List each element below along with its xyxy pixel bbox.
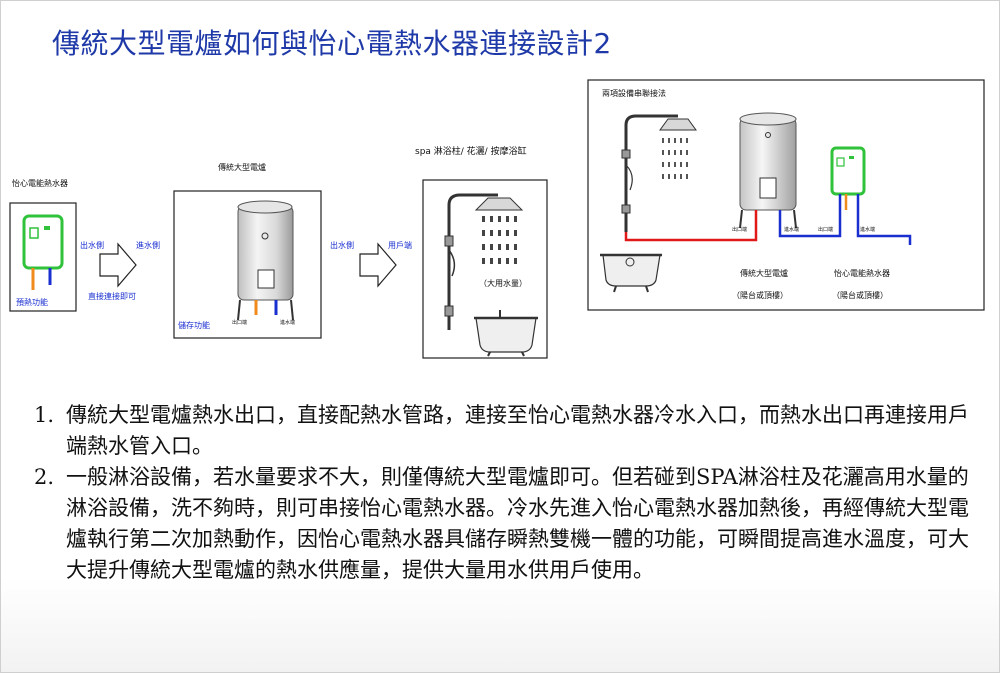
arrow2-in-label: 用戶端	[388, 240, 412, 250]
arrow1-out-label: 出水側	[80, 240, 104, 250]
series-heater-name: 怡心電能熱水器	[834, 268, 890, 278]
series-bathtub-icon	[600, 253, 662, 293]
heater-box: 預熱功能	[9, 202, 77, 312]
boiler-storage-caption: 儲存功能	[178, 320, 210, 330]
series-boiler-tank-icon	[739, 112, 797, 229]
series-boiler-name: 傳統大型電爐	[740, 268, 788, 278]
series-box-label: 兩項設備串聯接法	[602, 88, 666, 98]
boiler-tank-icon	[237, 200, 294, 321]
spa-box-label: spa 淋浴柱/ 花灑/ 按摩浴缸	[415, 145, 527, 157]
boiler-box: 出口端 進水端 儲存功能	[173, 190, 322, 339]
series-heater-port-out: 出口端	[818, 226, 833, 233]
note-number: 1.	[34, 403, 55, 427]
series-boiler-port-in: 進水端	[784, 226, 799, 233]
note-number: 2.	[34, 465, 55, 489]
series-heater-icon	[830, 146, 866, 196]
boiler-box-label: 傳統大型電爐	[218, 162, 266, 172]
note-item-1: 1. 傳統大型電爐熱水出口，直接配熱水管路，連接至怡心電熱水器冷水入口，而熱水出…	[34, 400, 974, 462]
series-heater-port-in: 進水端	[860, 226, 875, 233]
spa-caption: （大用水量）	[479, 278, 527, 288]
arrow1-in-label: 進水側	[136, 240, 160, 250]
arrow2-out-label: 出水側	[330, 240, 354, 250]
series-pipes	[624, 194, 912, 245]
boiler-cold-inlet-label: 進水端	[280, 319, 295, 326]
arrow2-icon	[359, 242, 397, 288]
note-text: 傳統大型電爐熱水出口，直接配熱水管路，連接至怡心電熱水器冷水入口，而熱水出口再連…	[66, 403, 969, 458]
page-title: 傳統大型電爐如何與怡心電熱水器連接設計2	[52, 27, 612, 60]
series-boiler-port-out: 出口端	[732, 226, 747, 233]
bathtub-icon	[474, 310, 538, 357]
arrow1-icon	[99, 242, 137, 288]
series-shower-icon	[621, 114, 697, 232]
notes-list: 1. 傳統大型電爐熱水出口，直接配熱水管路，連接至怡心電熱水器冷水入口，而熱水出…	[34, 400, 974, 586]
boiler-hot-outlet-label: 出口端	[232, 319, 247, 326]
note-item-2: 2. 一般淋浴設備，若水量要求不大，則僅傳統大型電爐即可。但若碰到SPA淋浴柱及…	[34, 462, 974, 586]
series-heater-note: （陽台或頂樓）	[832, 290, 888, 300]
heater-unit-icon	[22, 214, 64, 290]
note-text: 一般淋浴設備，若水量要求不大，則僅傳統大型電爐即可。但若碰到SPA淋浴柱及花灑高…	[66, 465, 969, 582]
series-box: 兩項設備串聯接法	[587, 79, 985, 311]
heater-preheat-caption: 預熱功能	[16, 297, 48, 307]
spa-box: （大用水量）	[422, 179, 548, 359]
arrow1-caption: 直接連接即可	[88, 291, 136, 301]
heater-box-label: 怡心電能熱水器	[12, 178, 68, 188]
series-boiler-note: （陽台或頂樓）	[732, 290, 788, 300]
shower-column-icon	[444, 193, 524, 330]
connection-diagram: 怡心電能熱水器 預熱功能 出水側 進水側 直接連接即可 傳統大型電爐 出口端	[9, 79, 985, 359]
